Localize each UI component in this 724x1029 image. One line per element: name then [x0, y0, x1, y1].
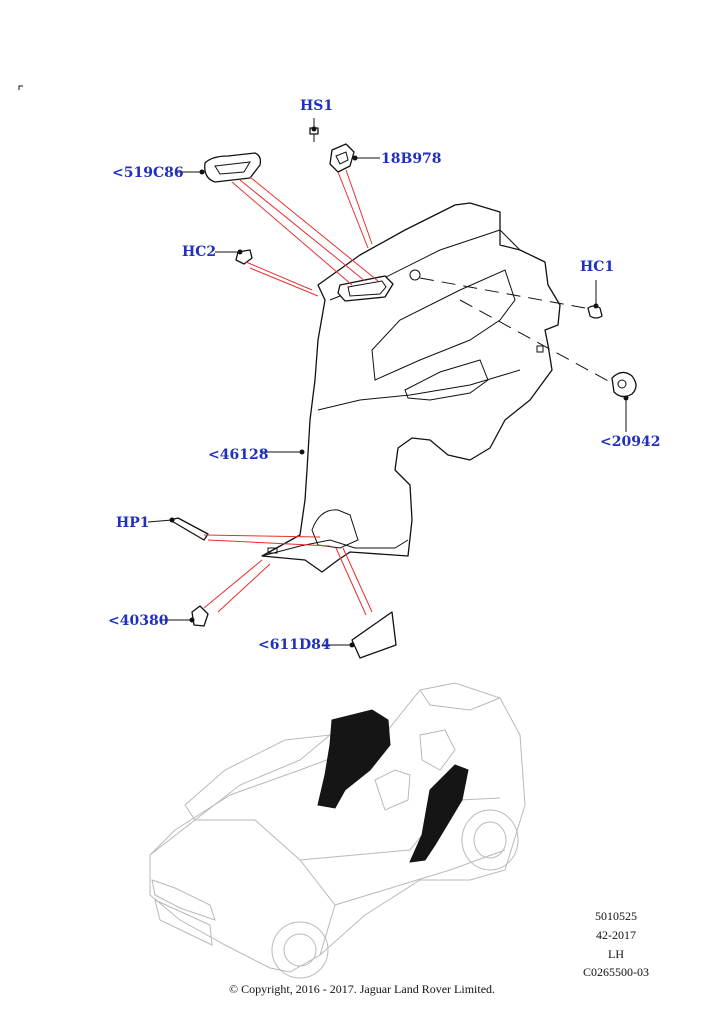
panel-fixing-hole: [409, 269, 421, 281]
car-seat-rear: [419, 729, 456, 771]
car-headlamp: [151, 879, 216, 921]
meta-side: LH: [608, 947, 624, 961]
copyright-notice: © Copyright, 2016 - 2017. Jaguar Land Ro…: [228, 982, 496, 996]
panel-clip-point: [536, 345, 544, 353]
bracket-18b978[interactable]: [329, 143, 355, 173]
car-front-wheel: [271, 921, 329, 979]
corner-mark: [18, 85, 23, 90]
car-bonnet: [149, 819, 336, 956]
panel-speaker-well: [311, 509, 359, 549]
meta-ref: C0265500-03: [583, 965, 649, 979]
assembly-line-20942: [459, 299, 611, 383]
grab-handle-part[interactable]: [204, 152, 262, 183]
panel-upper-recess: [371, 269, 516, 381]
callout-hc1[interactable]: HC1: [580, 259, 615, 275]
callout-hp1[interactable]: HP1: [116, 515, 150, 531]
meta-code-1: 5010525: [595, 909, 637, 923]
speaker-cover-20942[interactable]: [611, 371, 637, 398]
car-sill: [334, 849, 506, 906]
callout-hs1[interactable]: HS1: [300, 98, 334, 114]
car-body-outline: [149, 682, 526, 973]
vehicle-location-view: [149, 682, 526, 979]
callout-20942[interactable]: <20942: [600, 434, 661, 450]
car-rear-wheel: [461, 809, 519, 871]
callout-40380[interactable]: <40380: [108, 613, 169, 629]
panel-lower-recess: [404, 359, 489, 401]
highlight-trim-lhs: [409, 764, 469, 863]
quarter-trim-panel[interactable]: [261, 202, 561, 573]
reference-lines: [203, 169, 379, 616]
panel-grab-handle-inner: [347, 280, 387, 297]
callout-46128[interactable]: <46128: [208, 447, 269, 463]
panel-tab: [267, 547, 278, 554]
assembly-line-hc1: [419, 277, 586, 309]
grille-611d84[interactable]: [351, 611, 397, 659]
panel-lower-step: [317, 369, 521, 411]
callout-611d84[interactable]: <611D84: [258, 637, 331, 653]
callout-519c86[interactable]: <519C86: [112, 165, 184, 181]
car-grille: [154, 899, 213, 946]
panel-grab-handle: [337, 275, 394, 302]
callout-hc2[interactable]: HC2: [182, 244, 217, 260]
clip-hc1[interactable]: [587, 305, 603, 319]
car-seat-front: [374, 769, 411, 811]
cap-40380[interactable]: [191, 605, 209, 627]
grab-handle-inner: [214, 161, 251, 175]
callout-18b978[interactable]: 18B978: [381, 151, 442, 167]
leader-lines: [147, 118, 629, 648]
pad-hp1[interactable]: [169, 517, 209, 541]
panel-lower-edge: [261, 539, 409, 557]
meta-code-2: 42-2017: [596, 928, 636, 942]
highlight-trim-rhs: [317, 709, 391, 809]
car-rollbar: [419, 689, 501, 711]
car-windscreen: [184, 734, 332, 821]
